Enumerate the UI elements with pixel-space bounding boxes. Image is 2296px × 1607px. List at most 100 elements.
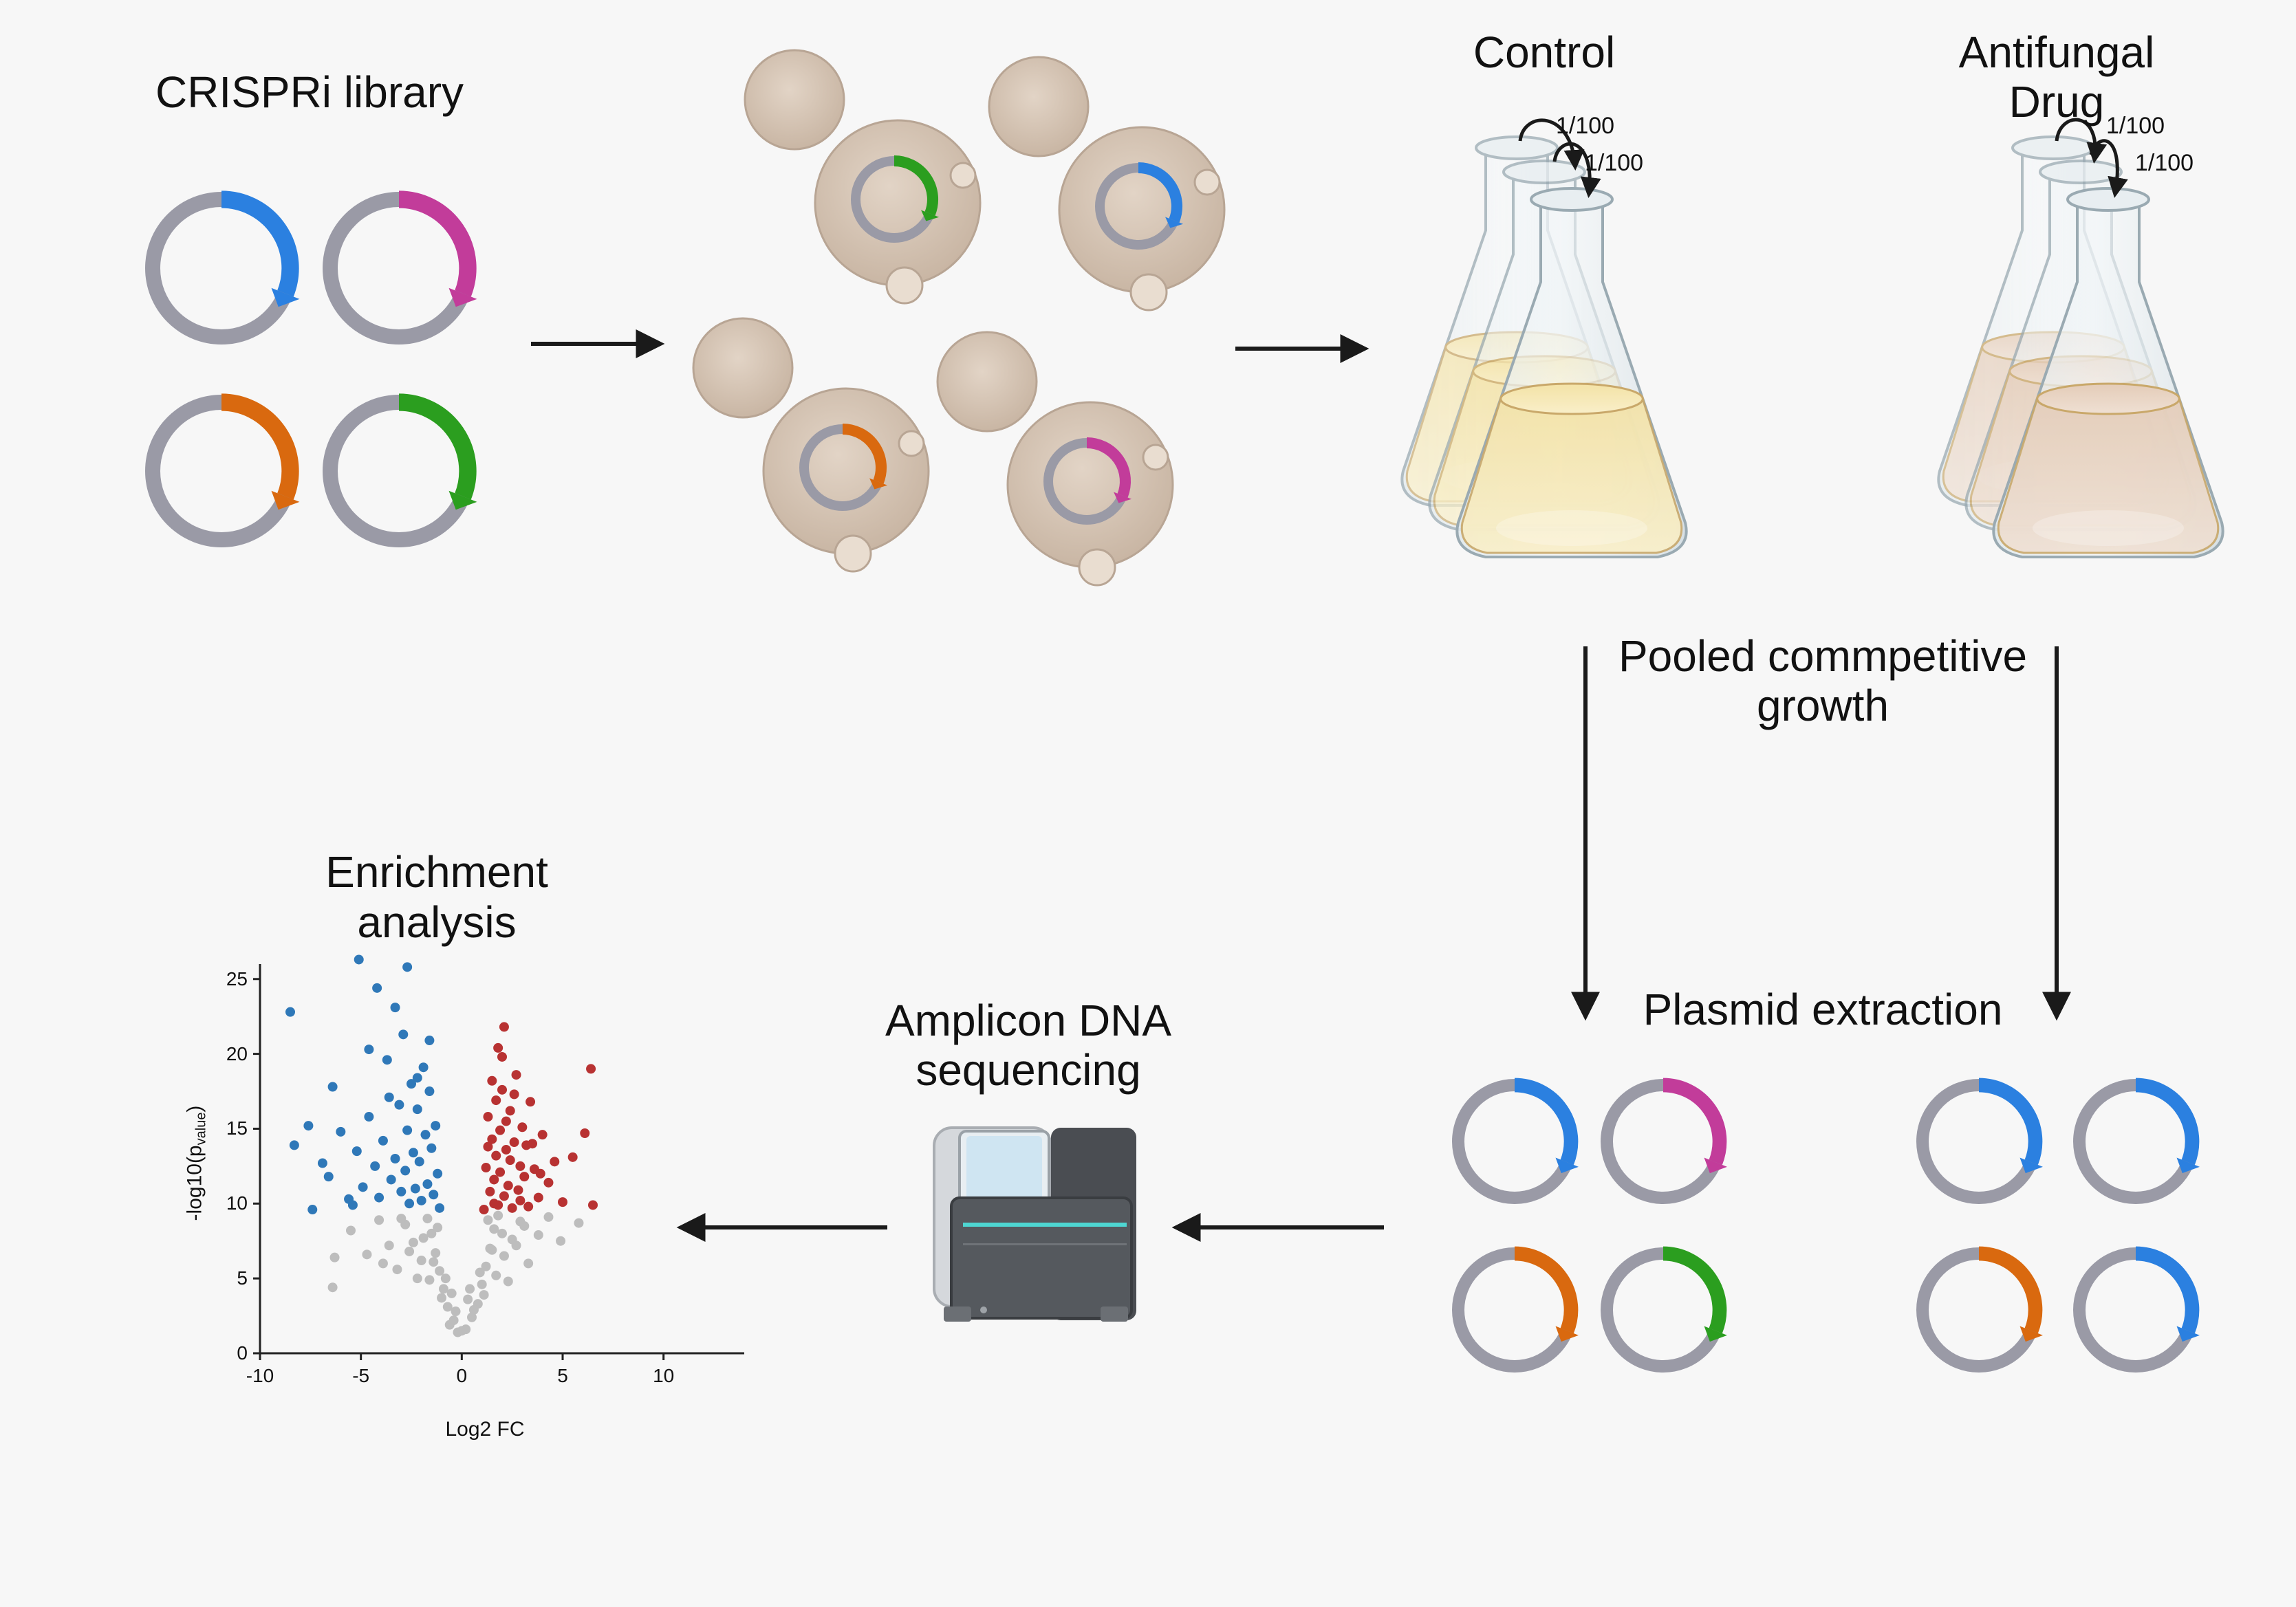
drug-plasmid-1 [1916,1078,2043,1204]
y-axis-title-end: ) [183,1105,206,1113]
sequencer-icon [933,1126,1136,1322]
down-point [433,1168,443,1179]
ns-point [438,1284,448,1294]
ns-point [431,1248,441,1258]
ns-point [437,1293,446,1303]
down-point [398,1029,409,1040]
down-point [364,1045,374,1055]
control-flask-3 [1455,187,1688,558]
up-point [515,1195,526,1205]
down-point [323,1172,334,1182]
ns-point [483,1215,493,1225]
up-point [499,1191,509,1201]
down-point [390,1003,400,1013]
down-point [416,1195,426,1205]
ns-point [429,1257,439,1267]
up-point [533,1192,543,1203]
up-point [483,1112,493,1122]
up-point [523,1201,534,1212]
drug-plasmid-4 [2073,1246,2200,1373]
up-point [495,1167,506,1177]
dilution-label-4: 1/100 [2135,150,2194,176]
control-plasmid-1 [1452,1078,1579,1204]
volcano-plot [253,954,744,1360]
down-point [424,1036,435,1046]
ns-point [444,1320,455,1330]
down-point [347,1200,358,1210]
up-point [550,1157,560,1167]
y-axis-title: -log10(pvalue) [184,1081,213,1246]
down-point [384,1092,394,1102]
enrichment-label-line1: Enrichment [325,847,548,897]
down-point [396,1186,407,1196]
up-point [503,1181,513,1191]
up-point [537,1130,548,1140]
x-tick-label: 10 [653,1365,675,1386]
ns-point [475,1267,485,1278]
down-point [336,1126,346,1137]
library-label: CRISPRi library [155,67,464,117]
drug-plasmids [1916,1078,2200,1373]
y-tick-label: 5 [237,1267,248,1289]
down-point [372,983,382,993]
up-point [588,1200,598,1210]
up-point [481,1163,491,1173]
ns-point [519,1221,530,1231]
ns-point [396,1214,407,1224]
ns-point [451,1307,461,1317]
process-arrows [531,329,2071,1242]
volcano-points [285,954,598,1337]
down-point [317,1158,327,1168]
ns-point [487,1245,497,1255]
sequencing-label-line1: Amplicon DNA [885,996,1172,1045]
dilution-label-3: 1/100 [2106,113,2165,139]
yeast-cell-3 [692,317,930,573]
down-point [431,1121,441,1131]
yeast-plasmid-4 [1043,437,1132,525]
up-point [519,1172,530,1182]
down-point [407,1079,416,1089]
up-point [489,1174,499,1185]
ns-point [408,1237,418,1247]
down-point [303,1121,314,1131]
drug-flasks [1937,135,2224,558]
ns-point [477,1279,487,1289]
down-point [420,1130,431,1140]
up-point [509,1137,519,1148]
up-point [487,1134,497,1144]
ns-point [424,1275,435,1285]
ns-point [463,1294,473,1304]
up-point [526,1097,536,1107]
up-point [505,1106,515,1116]
control-label: Control [1473,28,1616,77]
down-point [424,1086,435,1097]
down-point [400,1166,411,1176]
ns-point [511,1240,521,1251]
down-point [351,1146,362,1157]
yeast-cell-1 [744,49,982,305]
y-tick-label: 25 [226,968,248,990]
ns-point [489,1224,499,1234]
up-point [580,1128,590,1138]
down-point [414,1157,424,1167]
control-flasks [1400,135,1688,558]
up-point [567,1152,578,1162]
up-point [505,1155,515,1166]
up-point [517,1122,528,1133]
ns-point [481,1261,491,1271]
y-tick-label: 20 [226,1042,248,1064]
down-point [358,1182,368,1192]
ns-point [497,1228,507,1238]
library-plasmid-2 [323,190,477,345]
ns-point [533,1230,543,1240]
up-point [509,1089,519,1100]
up-point [501,1116,511,1126]
volcano-ticks [253,978,665,1360]
drug-flask-3 [1992,187,2224,558]
down-point [285,1007,295,1017]
ns-point [404,1246,415,1256]
ns-point [499,1251,509,1261]
down-point [364,1112,374,1122]
down-point [370,1161,380,1171]
